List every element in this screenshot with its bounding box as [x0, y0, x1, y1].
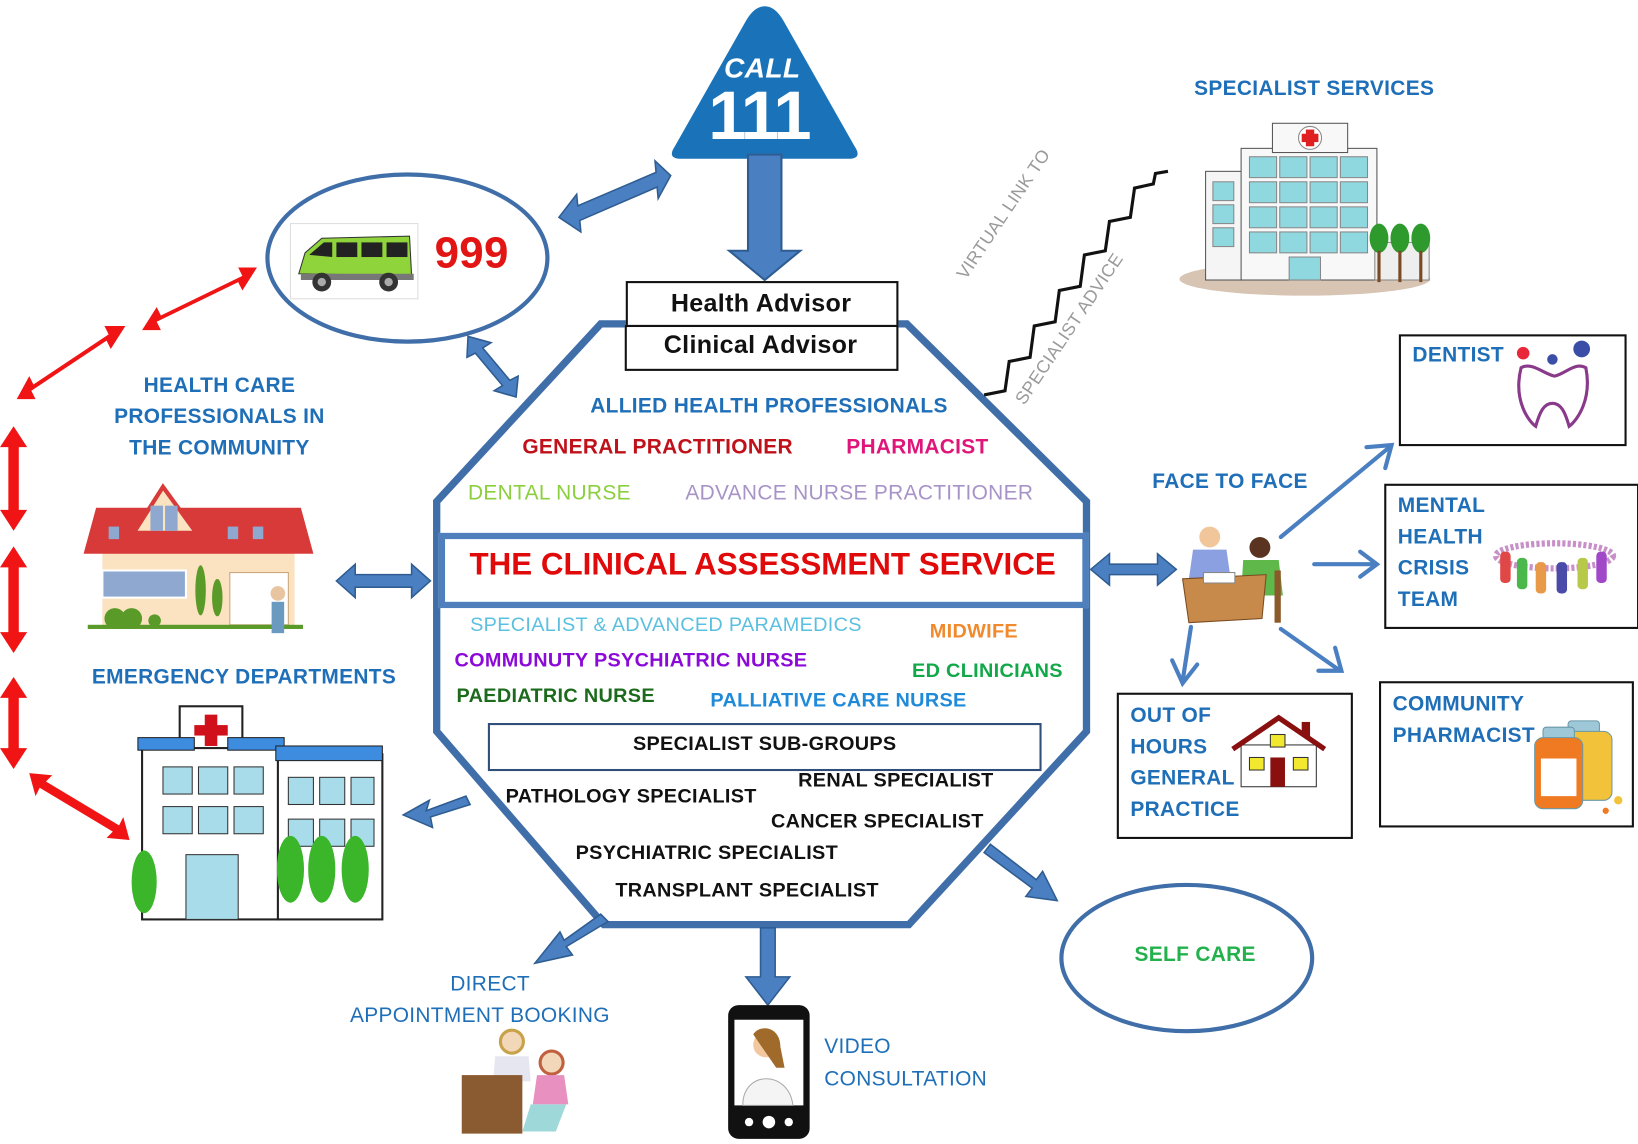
role-community-psychiatric-nurse: COMMUNUTY PSYCHIATRIC NURSE	[454, 649, 808, 672]
red-arrows	[0, 267, 257, 841]
community-pharmacist-line: COMMUNITY	[1392, 692, 1525, 716]
arrow-cas-video	[744, 926, 792, 1007]
role-paediatric-nurse: PAEDIATRIC NURSE	[456, 685, 655, 708]
clinical-advisor-label: Clinical Advisor	[663, 331, 858, 360]
health-advisor-label: Health Advisor	[670, 289, 852, 318]
community-pharmacist-label: COMMUNITY PHARMACIST	[1393, 689, 1535, 752]
health-advisor-box	[625, 281, 899, 328]
clinical-advisor-box	[624, 324, 899, 371]
call-label: CALL	[723, 52, 801, 84]
red-arrow-left-3	[0, 677, 28, 769]
arrow-cas-booking	[532, 913, 610, 965]
specialist-subgroups-box	[487, 723, 1042, 772]
999-ellipse	[265, 172, 550, 344]
cas-octagon	[433, 320, 1091, 929]
specialist-hospital-icon	[1178, 117, 1431, 297]
smartphone-icon	[728, 1005, 810, 1139]
red-arrow-emergency	[29, 773, 130, 841]
999-label: 999	[434, 227, 509, 277]
appointment-icon	[460, 1028, 577, 1138]
community-line: HEALTH CARE	[143, 374, 296, 398]
arrow-to-out-of-hours	[1180, 624, 1194, 684]
role-ed-clinicians: ED CLINICIANS	[912, 660, 1063, 683]
arrow-111-to-advisors	[726, 153, 804, 282]
arrow-cas-emergency	[401, 795, 472, 829]
role-advance-nurse-practitioner: ADVANCE NURSE PRACTITIONER	[685, 481, 1034, 505]
role-dental-nurse: DENTAL NURSE	[468, 481, 631, 505]
dentist-box[interactable]	[1398, 334, 1627, 447]
house-icon	[1231, 714, 1327, 789]
emergency-hospital-icon	[131, 702, 384, 921]
community-pharmacist-line: PHARMACIST	[1392, 724, 1536, 748]
arrow-community-cas	[335, 562, 432, 600]
mental-health-box[interactable]	[1384, 483, 1638, 629]
pill-bottles-icon	[1530, 717, 1632, 817]
red-arrow-left-1	[0, 426, 28, 531]
arrow-999-cas	[466, 335, 520, 399]
virtual-link-zigzag	[983, 169, 1169, 397]
cas-heading: THE CLINICAL ASSESSMENT SERVICE	[469, 547, 1056, 582]
face-to-face-label: FACE TO FACE	[1152, 470, 1308, 494]
community-label: HEALTH CARE PROFESSIONALS IN THE COMMUNI…	[104, 370, 334, 464]
mental-health-label: MENTAL HEALTH CRISIS TEAM	[1398, 490, 1485, 615]
specialist-subgroups-heading: SPECIALIST SUB-GROUPS	[632, 733, 897, 756]
out-of-hours-line: OUT OF	[1130, 704, 1212, 728]
ambulance-icon	[289, 223, 419, 300]
self-care-label: SELF CARE	[1134, 943, 1256, 967]
specialist-services-label: SPECIALIST SERVICES	[1194, 77, 1435, 101]
arrow-cas-selfcare	[983, 843, 1059, 902]
video-label-1: VIDEO	[824, 1035, 891, 1059]
direct-booking-label-2: APPOINTMENT BOOKING	[349, 1004, 610, 1028]
self-care-ellipse	[1059, 882, 1315, 1034]
role-palliative-care-nurse: PALLIATIVE CARE NURSE	[710, 689, 967, 712]
video-label-2: CONSULTATION	[824, 1067, 988, 1091]
call-111-number: 111	[708, 76, 811, 154]
red-arrow-999-2	[16, 325, 126, 400]
out-of-hours-line: GENERAL	[1130, 766, 1235, 790]
red-arrow-left-2	[0, 546, 28, 653]
arrow-999-111	[557, 158, 672, 234]
role-midwife: MIDWIFE	[929, 620, 1018, 643]
community-line: THE COMMUNITY	[129, 436, 310, 460]
call-111-triangle	[671, 6, 858, 159]
specialist-psychiatric: PSYCHIATRIC SPECIALIST	[575, 842, 839, 865]
specialist-renal: RENAL SPECIALIST	[798, 770, 994, 792]
red-arrow-999-1	[142, 267, 257, 331]
consultation-icon	[1178, 522, 1295, 626]
role-pharmacist: PHARMACIST	[846, 435, 989, 459]
out-of-hours-line: PRACTICE	[1130, 798, 1240, 822]
role-general-practitioner: GENERAL PRACTITIONER	[522, 435, 793, 459]
mental-health-line: TEAM	[1397, 588, 1459, 612]
dentist-label: DENTIST	[1412, 343, 1505, 367]
role-paramedics: SPECIALIST & ADVANCED PARAMEDICS	[470, 614, 862, 637]
people-circle-icon	[1492, 533, 1617, 596]
community-house-icon	[81, 481, 315, 657]
out-of-hours-line: HOURS	[1130, 735, 1208, 759]
emergency-departments-label: EMERGENCY DEPARTMENTS	[91, 665, 397, 689]
community-line: PROFESSIONALS IN	[114, 405, 325, 429]
direct-booking-label-1: DIRECT	[450, 972, 530, 996]
mental-health-line: MENTAL	[1397, 494, 1486, 518]
specialist-pathology: PATHOLOGY SPECIALIST	[505, 785, 757, 808]
role-allied-health: ALLIED HEALTH PROFESSIONALS	[590, 394, 948, 418]
arrow-cas-facetoface	[1089, 552, 1178, 587]
arrow-to-dentist	[1278, 445, 1392, 540]
specialist-cancer: CANCER SPECIALIST	[770, 810, 984, 833]
mental-health-line: HEALTH	[1397, 525, 1483, 549]
tooth-icon	[1513, 339, 1597, 431]
mental-health-line: CRISIS	[1397, 556, 1470, 580]
specialist-transplant: TRANSPLANT SPECIALIST	[615, 879, 879, 902]
arrow-to-community-pharmacist	[1278, 626, 1340, 671]
out-of-hours-label: OUT OF HOURS GENERAL PRACTICE	[1130, 700, 1239, 825]
cas-heading-box	[438, 532, 1089, 609]
